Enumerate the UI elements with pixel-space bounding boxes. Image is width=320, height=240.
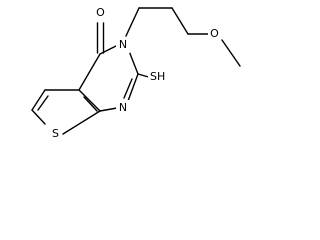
bond-n3-c2: [128, 50, 139, 75]
ether-oxygen-text: O: [210, 27, 219, 40]
thiophene-sulfur-text: S: [52, 127, 59, 140]
bond-lines: [31, 7, 241, 135]
thiol-group-label: SH: [148, 69, 170, 85]
bond-c4a-c7a-inner: [83, 96, 98, 112]
bond-c2-n1-a: [127, 73, 139, 102]
thiophene-sulfur-label: S: [49, 126, 62, 142]
bond-c6-s: [31, 109, 46, 125]
bond-c7a-c4a: [78, 89, 101, 112]
ether-oxygen-label: O: [208, 26, 221, 42]
bond-c4-n3: [99, 44, 119, 55]
carbonyl-oxygen-label: O: [94, 4, 107, 20]
bond-c4a-c4: [78, 53, 101, 91]
carbonyl-oxygen-text: O: [96, 6, 105, 19]
chemical-structure-diagram: O N N S SH O: [31, 4, 241, 142]
ring-nitrogen-bottom-label: N: [116, 100, 130, 115]
ring-nitrogen-top-label: N: [116, 38, 130, 53]
bond-o-ch3: [221, 39, 241, 67]
ring-nitrogen-bottom-text: N: [119, 101, 127, 114]
bond-c5-c6-inner: [37, 95, 49, 111]
bond-ch2-ch2-c: [171, 7, 189, 35]
bond-s-c7a: [62, 110, 101, 135]
bond-n3-ch2-a: [125, 7, 140, 37]
thiol-group-text: SH: [150, 70, 165, 83]
atom-labels: O N N S SH O: [49, 4, 221, 142]
ring-nitrogen-top-text: N: [119, 38, 127, 51]
bond-c2-n1-b: [123, 78, 133, 99]
bond-n1-c7a: [99, 107, 118, 112]
bond-c5-c6: [31, 89, 46, 111]
